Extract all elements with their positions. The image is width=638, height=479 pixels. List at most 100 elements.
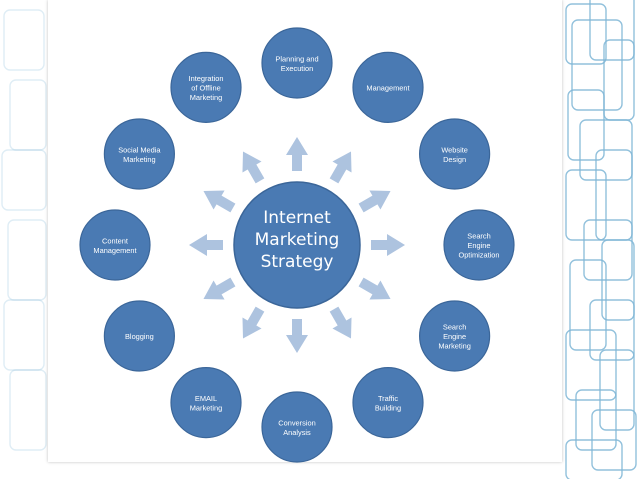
arrow-content <box>189 234 223 256</box>
center-label-line: Internet <box>263 208 331 228</box>
node-circle <box>261 27 333 99</box>
node-label-line: Engine <box>467 241 490 250</box>
background-line <box>7 219 47 301</box>
node-label-line: of Offline <box>191 83 220 92</box>
node-label-line: Analysis <box>283 428 311 437</box>
background-line <box>565 169 607 241</box>
background-line <box>567 89 605 161</box>
center-circle <box>233 181 361 309</box>
node-circle <box>352 51 424 123</box>
background-line <box>1 149 47 211</box>
node-label-line: Execution <box>281 64 313 73</box>
arrow-management <box>329 151 352 184</box>
node-management: Management <box>352 51 424 123</box>
node-label-line: Traffic <box>378 394 398 403</box>
node-label-line: Content <box>102 236 128 245</box>
background-line <box>571 19 623 111</box>
node-label-line: Building <box>375 403 401 412</box>
node-label-line: EMAIL <box>195 394 217 403</box>
node-blogging: Blogging <box>103 300 175 372</box>
background-line <box>9 369 47 451</box>
node-label-line: Website <box>441 145 468 154</box>
node-circle <box>79 209 151 281</box>
arrow-planning <box>286 137 308 171</box>
node-circle <box>419 300 491 372</box>
arrow-shape <box>203 190 236 213</box>
node-label: Blogging <box>125 332 154 341</box>
arrow-shape <box>286 319 308 353</box>
arrow-shape <box>358 277 391 300</box>
node-label-line: Management <box>93 246 136 255</box>
arrow-shape <box>242 151 265 184</box>
arrow-shape <box>358 190 391 213</box>
background-line <box>569 259 607 351</box>
node-label-line: Marketing <box>123 155 155 164</box>
node-label-line: Engine <box>443 332 466 341</box>
node-label-line: Blogging <box>125 332 154 341</box>
node-label-line: Conversion <box>278 418 315 427</box>
arrow-website-design <box>358 190 391 213</box>
arrow-shape <box>189 234 223 256</box>
background-line <box>565 3 607 65</box>
arrows <box>189 137 405 353</box>
node-circle <box>419 118 491 190</box>
node-label-line: Marketing <box>438 342 470 351</box>
center-label-line: Strategy <box>261 252 334 272</box>
node-label-line: Marketing <box>190 403 222 412</box>
node-circle <box>170 367 242 439</box>
node-circle <box>103 300 175 372</box>
node-label-line: Search <box>443 323 466 332</box>
arrow-shape <box>242 306 265 339</box>
arrow-sem <box>358 277 391 300</box>
arrow-shape <box>329 151 352 184</box>
node-circle <box>352 367 424 439</box>
background-line <box>565 329 617 401</box>
node-label-line: Optimization <box>458 251 499 260</box>
arrow-shape <box>329 306 352 339</box>
background-line <box>575 389 617 451</box>
background-line <box>589 0 635 61</box>
arrow-shape <box>286 137 308 171</box>
background-line <box>583 219 633 281</box>
node-label-line: Planning and <box>275 54 318 63</box>
background-line <box>601 239 635 321</box>
background-line <box>9 79 47 151</box>
node-label-line: Design <box>443 155 466 164</box>
node-label: Management <box>366 83 409 92</box>
node-label-line: Social Media <box>118 145 161 154</box>
arrow-offline <box>242 151 265 184</box>
arrow-traffic <box>329 306 352 339</box>
arrow-social <box>203 190 236 213</box>
arrow-blogging <box>203 277 236 300</box>
node-circle <box>170 51 242 123</box>
node-label-line: Marketing <box>190 93 222 102</box>
node-label-line: Management <box>366 83 409 92</box>
node-circle <box>261 391 333 463</box>
node-circle <box>103 118 175 190</box>
arrow-email <box>242 306 265 339</box>
